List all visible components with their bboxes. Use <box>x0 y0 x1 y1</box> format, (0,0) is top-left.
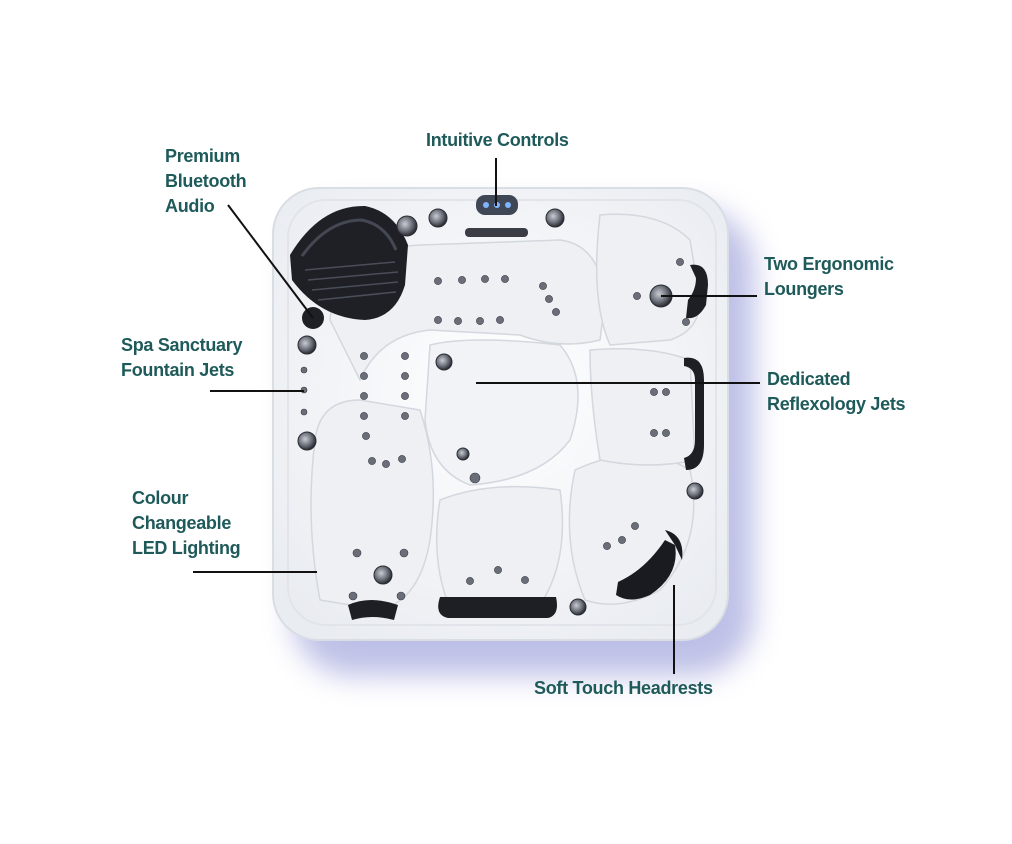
label-fountain-jets: Spa Sanctuary Fountain Jets <box>121 333 242 383</box>
label-line: LED Lighting <box>132 538 241 558</box>
leader-bluetooth-audio <box>227 204 314 319</box>
label-line: Dedicated <box>767 369 851 389</box>
label-headrests: Soft Touch Headrests <box>534 676 713 701</box>
bluetooth-speaker <box>290 205 408 329</box>
label-led-lighting: Colour Changeable LED Lighting <box>132 486 241 561</box>
label-line: Fountain Jets <box>121 360 235 380</box>
label-line: Bluetooth <box>165 171 247 191</box>
label-line: Audio <box>165 196 215 216</box>
label-line: Changeable <box>132 513 232 533</box>
headrest <box>616 530 683 600</box>
label-line: Spa Sanctuary <box>121 335 243 355</box>
label-two-loungers: Two Ergonomic Loungers <box>764 252 894 302</box>
spa-interior <box>310 213 701 611</box>
label-intuitive-controls: Intuitive Controls <box>426 128 569 153</box>
label-line: Premium <box>165 146 240 166</box>
label-line: Soft Touch Headrests <box>534 678 713 698</box>
label-reflexology-jets: Dedicated Reflexology Jets <box>767 367 906 417</box>
label-line: Intuitive Controls <box>426 130 569 150</box>
large-jets <box>297 208 704 616</box>
label-line: Loungers <box>764 279 844 299</box>
label-line: Two Ergonomic <box>764 254 894 274</box>
label-bluetooth-audio: Premium Bluetooth Audio <box>165 144 247 219</box>
handles <box>348 264 708 620</box>
leader-lines <box>193 158 760 674</box>
label-line: Colour <box>132 488 189 508</box>
label-line: Reflexology Jets <box>767 394 906 414</box>
small-jets <box>300 258 690 601</box>
